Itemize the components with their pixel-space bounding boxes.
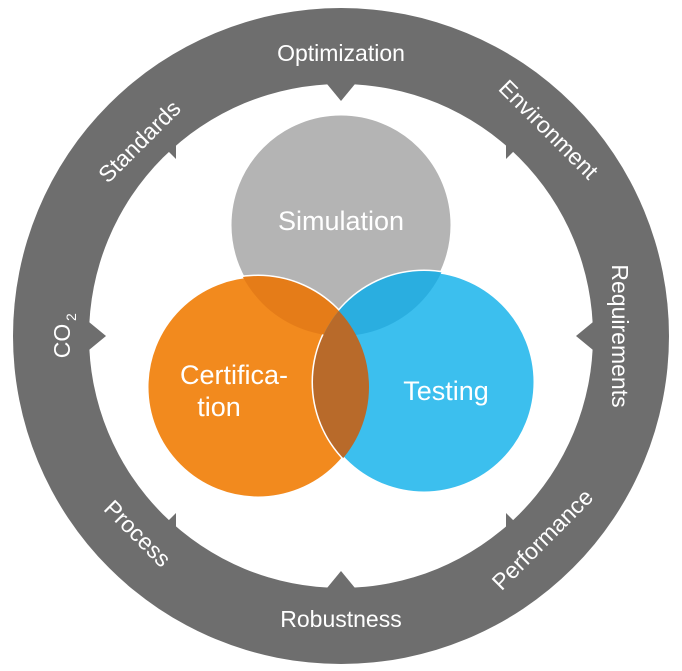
ring-notch-right [576,322,593,350]
label-certification-line2: tion [197,392,241,422]
ring-label-optimization: Optimization [277,40,405,66]
ring-notch-bottom-right [506,513,522,529]
overlap-simulation-testing [313,271,452,336]
ring-label-co2-main: CO [49,324,75,359]
ring-notch-top [327,84,355,101]
ring-label-co2-subscript: 2 [63,313,79,321]
label-testing: Testing [403,376,489,406]
ring-label-requirements: Requirements [607,264,633,407]
label-certification-line1: Certifica- [180,360,288,390]
ring-notch-top-left [160,143,176,159]
overlap-simulation-certification [230,276,369,336]
ring-notch-bottom-left [160,513,176,529]
label-simulation: Simulation [278,206,404,236]
venn-circles [145,112,537,500]
ring-notch-left [89,322,106,350]
ring-notch-bottom [327,571,355,588]
ring-notch-top-right [506,143,522,159]
ring-label-co2: CO 2 [49,313,79,358]
ring-label-robustness: Robustness [280,606,401,632]
